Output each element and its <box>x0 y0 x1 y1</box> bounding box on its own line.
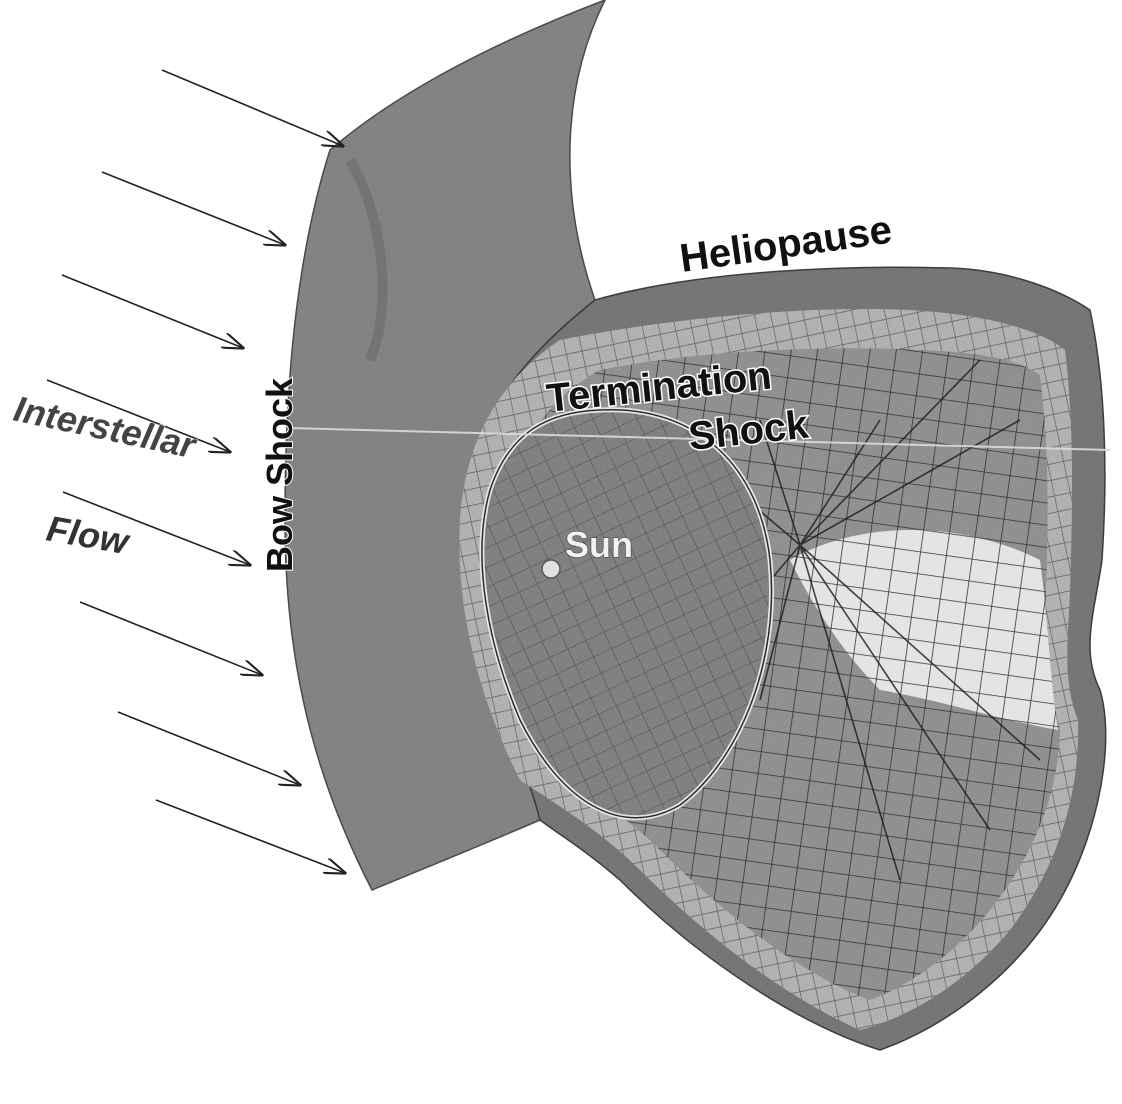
flow-arrow <box>80 602 262 675</box>
bow-shock-label: Bow Shock <box>259 377 300 572</box>
flow-arrow <box>156 800 345 873</box>
flow-arrow <box>118 712 300 785</box>
sun-label: Sun <box>565 524 633 565</box>
flow-arrow <box>162 70 343 146</box>
flow-arrow <box>62 275 243 348</box>
interstellar-label: Interstellar <box>10 388 201 467</box>
sun-marker <box>542 560 560 578</box>
flow-arrow <box>102 172 285 245</box>
flow-label: Flow <box>44 508 134 563</box>
